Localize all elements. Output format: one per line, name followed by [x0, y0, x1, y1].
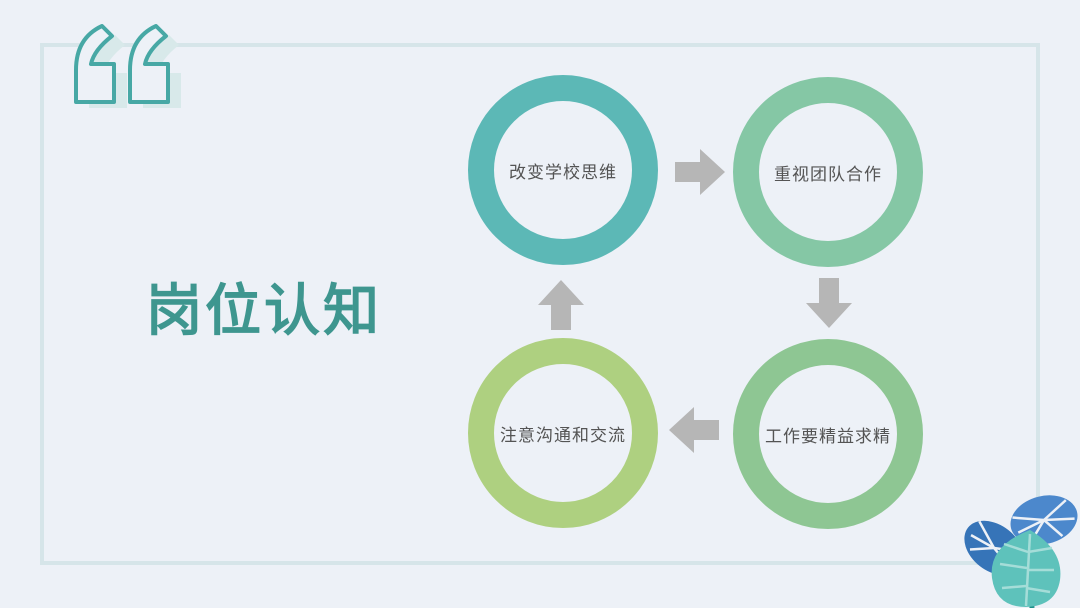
cycle-step-top-right: 重视团队合作 [733, 77, 923, 267]
leaf-teal [991, 530, 1061, 607]
cycle-step-label: 注意沟通和交流 [500, 425, 626, 445]
tropical-leaves-illustration [964, 495, 1078, 608]
cycle-step-label: 改变学校思维 [509, 162, 617, 182]
cycle-step-bottom-right: 工作要精益求精 [733, 339, 923, 529]
arrow-down-icon [806, 278, 852, 328]
cycle-step-bottom-left: 注意沟通和交流 [468, 338, 658, 528]
slide-border-frame [40, 43, 1040, 565]
opening-double-quote-icon [74, 24, 181, 108]
page-title: 岗位认知 [146, 279, 382, 342]
arrow-right-icon [675, 149, 725, 195]
cycle-step-label: 工作要精益求精 [765, 426, 891, 446]
arrow-up-icon [538, 280, 584, 330]
cycle-step-top-left: 改变学校思维 [468, 75, 658, 265]
cycle-step-label: 重视团队合作 [774, 164, 882, 184]
arrow-left-icon [669, 407, 719, 453]
